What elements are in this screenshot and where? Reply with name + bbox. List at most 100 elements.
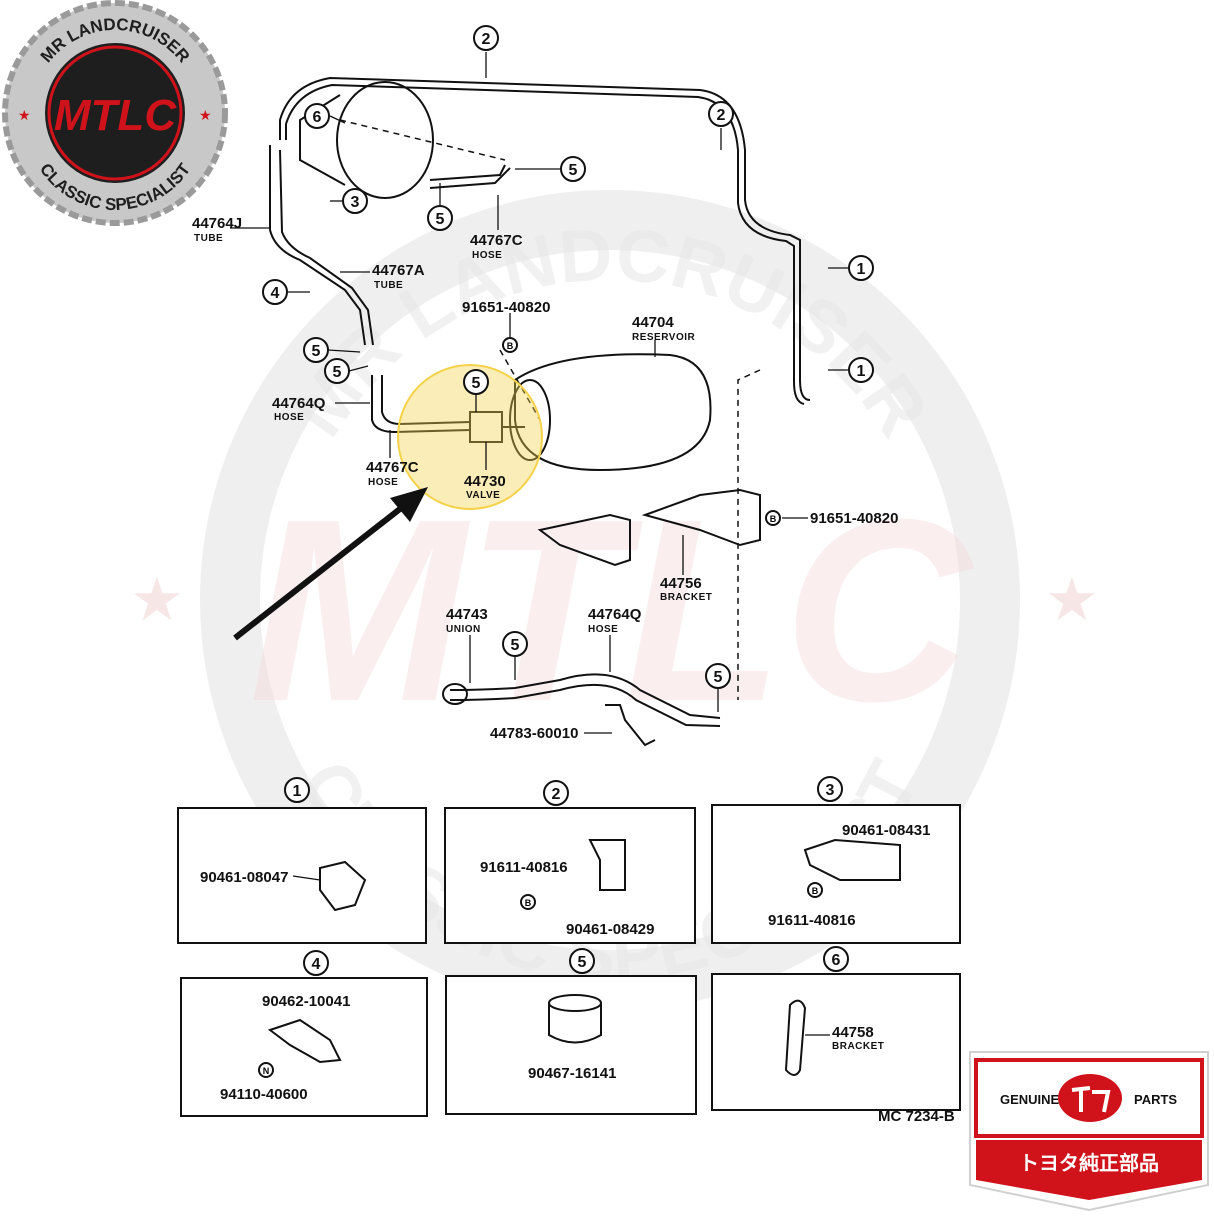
detail-6-ref xyxy=(823,946,849,972)
ref-5-e-label: 5 xyxy=(472,375,481,392)
dash-connection-2 xyxy=(737,369,761,700)
detail-3-frame xyxy=(711,804,961,944)
genuine-parts-badge: GENUINE PARTS トヨタ純正部品 xyxy=(969,1051,1209,1212)
detail-box-2: 2 B 91611-40816 90461-08429 xyxy=(444,780,696,944)
ref-2-top xyxy=(473,25,499,51)
ref-5-c xyxy=(303,337,329,363)
ref-1-b xyxy=(848,357,874,383)
label-91651-top-num: 91651-40820 xyxy=(462,299,550,316)
label-44767A-num: 44767A xyxy=(372,262,425,279)
bolt-marker-top xyxy=(502,337,518,353)
label-44756-desc: BRACKET xyxy=(660,592,712,603)
booster-body xyxy=(336,81,434,199)
logo-star-left: ★ xyxy=(18,107,31,123)
detail-3-bolt-label: B xyxy=(812,886,819,896)
ref-5-b-label: 5 xyxy=(569,162,578,179)
ref-3 xyxy=(342,188,368,214)
ref-5-f-label: 5 xyxy=(511,637,520,654)
detail-5-part-0: 90467-16141 xyxy=(528,1065,616,1082)
ref-3-label: 3 xyxy=(351,194,360,211)
detail-6-ref-label: 6 xyxy=(832,952,841,969)
ref-2-top-label: 2 xyxy=(482,31,491,48)
label-44767C-left-desc: HOSE xyxy=(368,477,398,488)
detail-4-ref-label: 4 xyxy=(312,956,321,973)
dash-connection-3 xyxy=(499,349,541,421)
hose-44767C-top-2 xyxy=(429,167,511,189)
label-91651-right-num: 91651-40820 xyxy=(810,510,898,527)
watermark-mark: MTLC xyxy=(249,466,974,756)
detail-2-part-1: 90461-08429 xyxy=(566,921,654,938)
bolt-marker-top-label: B xyxy=(507,341,514,351)
bracket-44783 xyxy=(605,704,656,747)
label-44704-num: 44704 xyxy=(632,314,674,331)
label-44764Q-bottom-desc: HOSE xyxy=(588,624,618,635)
watermark-star-right: ★ xyxy=(1045,566,1099,633)
watermark-star-left: ★ xyxy=(130,566,184,633)
detail-4-part-0: 90462-10041 xyxy=(262,993,350,1010)
tube-top-main xyxy=(279,76,811,401)
detail-1-clip xyxy=(319,860,367,912)
badge-japanese-text: トヨタ純正部品 xyxy=(1019,1151,1159,1175)
part-labels: 44764J TUBE 44767A TUBE 44767C HOSE 4476… xyxy=(192,195,898,742)
detail-5-ref-label: 5 xyxy=(578,954,587,971)
detail-2-bolt-label: B xyxy=(525,898,532,908)
valve-body xyxy=(469,411,503,443)
label-44767C-top-desc: HOSE xyxy=(472,250,502,261)
label-44767C-left-num: 44767C xyxy=(366,459,419,476)
arrow-head xyxy=(390,487,428,522)
detail-5-frame xyxy=(445,975,697,1115)
detail-4-nut xyxy=(258,1062,274,1078)
highlight-valve xyxy=(397,364,543,510)
ref-1-a xyxy=(848,255,874,281)
detail-1-part-0: 90461-08047 xyxy=(200,869,288,886)
detail-6-part-1: BRACKET xyxy=(832,1041,884,1052)
hose-44767C-top xyxy=(429,164,506,181)
bracket-44756-right xyxy=(641,488,761,547)
detail-6-part-0: 44758 xyxy=(832,1024,874,1041)
ref-5-c-label: 5 xyxy=(312,343,321,360)
detail-2-clip xyxy=(588,839,626,891)
detail-3-ref xyxy=(817,776,843,802)
ref-5-d-leader xyxy=(348,365,369,372)
ref-5-d xyxy=(324,358,350,384)
ref-5-d-label: 5 xyxy=(333,364,342,381)
hose-44764Q-bottom-2 xyxy=(449,683,721,727)
detail-box-1: 1 90461-08047 xyxy=(177,777,427,944)
detail-1-frame xyxy=(177,807,427,944)
ref-1-b-label: 1 xyxy=(857,363,866,380)
logo-inner-ring xyxy=(47,45,183,181)
label-44764J-desc: TUBE xyxy=(194,233,223,244)
watermark-arc-top: MR LANDCRUISER xyxy=(276,212,945,450)
label-44730-desc: VALVE xyxy=(466,490,500,501)
detail-3-part-1: 91611-40816 xyxy=(768,912,856,929)
label-44767C-top-num: 44767C xyxy=(470,232,523,249)
arrow-shaft xyxy=(233,502,407,641)
detail-box-5: 5 90467-16141 xyxy=(445,948,697,1115)
detail-2-frame xyxy=(444,807,696,944)
brake-line-drawing xyxy=(269,76,811,747)
diagram-code: MC 7234-B xyxy=(878,1108,955,1125)
ref-5-e xyxy=(463,369,489,395)
detail-4-part-1: 94110-40600 xyxy=(220,1086,308,1103)
logo-mark: MTLC xyxy=(54,91,177,140)
ref-markers: 2 2 6 3 5 5 4 5 5 5 1 1 xyxy=(262,25,874,712)
label-44783-num: 44783-60010 xyxy=(490,725,578,742)
ref-5-b xyxy=(560,156,586,182)
pointer-arrow xyxy=(233,487,428,641)
ref-5-c-leader xyxy=(327,349,361,353)
detail-1-ref-label: 1 xyxy=(293,783,302,800)
detail-3-ref-label: 3 xyxy=(826,782,835,799)
ref-5-f xyxy=(502,631,528,657)
detail-box-4: 4 N 90462-10041 94110-40600 xyxy=(180,950,428,1117)
badge-teq-glyph xyxy=(1071,1086,1111,1113)
label-44764Q-left-desc: HOSE xyxy=(274,412,304,423)
detail-5-clamp-body xyxy=(548,1003,602,1044)
label-44764Q-bottom-num: 44764Q xyxy=(588,606,642,623)
tube-top-main-2 xyxy=(285,83,805,405)
badge-teq-logo xyxy=(1058,1074,1122,1122)
ref-6-leader xyxy=(329,115,346,124)
badge-bottom-panel xyxy=(976,1140,1202,1200)
detail-3-bolt xyxy=(807,882,823,898)
ref-5-a-label: 5 xyxy=(436,211,445,228)
label-44743-num: 44743 xyxy=(446,606,488,623)
